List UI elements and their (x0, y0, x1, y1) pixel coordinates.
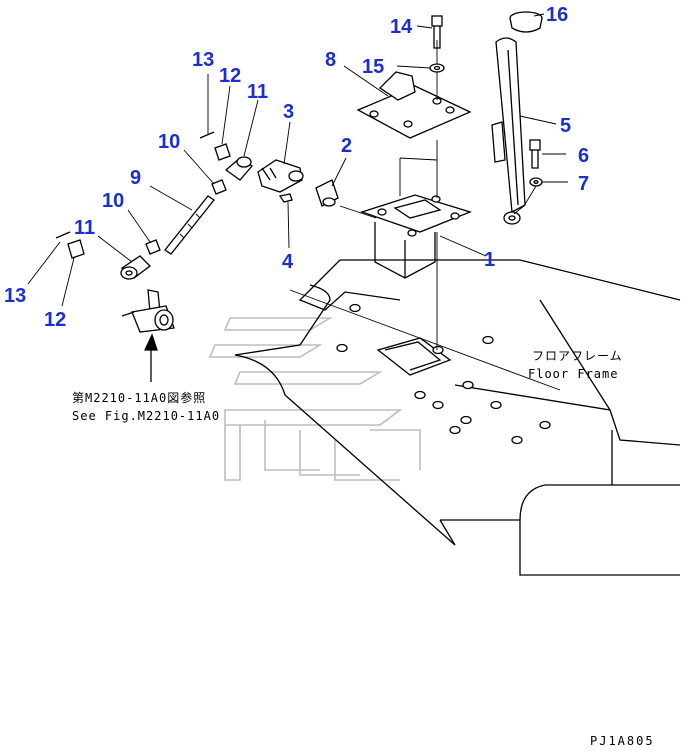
callout-11b: 11 (74, 217, 95, 239)
callout-14: 14 (390, 16, 413, 38)
callout-13a: 13 (192, 49, 214, 71)
part-12-nut-upper (214, 143, 231, 161)
part-8-plate (356, 71, 472, 139)
callout-6: 6 (578, 145, 589, 167)
callout-1: 1 (484, 249, 495, 271)
part-10-nut-upper (211, 179, 227, 195)
part-1-bracket (359, 194, 472, 279)
callout-9: 9 (130, 167, 141, 189)
callout-5: 5 (560, 115, 571, 137)
watermark-logo (208, 317, 421, 481)
callout-7: 7 (578, 173, 589, 195)
part-16-knob (509, 11, 543, 33)
see-fig-label-en: See Fig.M2210-11A0 (72, 409, 220, 423)
part-3-clevis (257, 159, 304, 193)
part-13-pin-upper (199, 131, 215, 139)
part-12-nut-lower (67, 239, 85, 259)
leader-lines (27, 13, 568, 307)
callout-13b: 13 (4, 285, 26, 307)
callout-16: 16 (546, 4, 568, 26)
part-10-nut-lower (145, 239, 161, 255)
reference-bellcrank (121, 289, 175, 382)
part-6-bolt (529, 139, 541, 169)
part-11-rod-end-lower (120, 255, 151, 280)
part-2-spacer (315, 179, 377, 219)
assembly-lines (399, 40, 438, 350)
callout-15: 15 (362, 56, 384, 78)
callout-2: 2 (341, 135, 352, 157)
callout-11a: 11 (247, 81, 268, 103)
part-14-bolt (431, 15, 443, 49)
callout-4: 4 (282, 251, 294, 273)
callout-3: 3 (283, 101, 294, 123)
annotations: フロアフレーム Floor Frame 第M2210-11A0図参照 See F… (72, 349, 655, 748)
callout-10a: 10 (158, 131, 180, 153)
drawing-code: PJ1A805 (590, 734, 655, 748)
floor-frame (234, 259, 681, 576)
callout-10b: 10 (102, 190, 124, 212)
part-4-pin (278, 193, 293, 203)
callout-12b: 12 (44, 309, 66, 331)
part-5-lever (491, 37, 526, 225)
part-11-rod-end-upper (224, 156, 253, 181)
floor-frame-label-jp: フロアフレーム (532, 349, 623, 363)
part-15-washer (429, 63, 445, 73)
floor-frame-label-en: Floor Frame (528, 367, 618, 381)
callouts: 1 2 3 4 5 6 7 8 9 10 10 11 11 12 12 13 1… (4, 4, 589, 331)
callout-8: 8 (325, 49, 336, 71)
callout-12a: 12 (219, 65, 241, 87)
part-9-rod (164, 195, 215, 255)
see-fig-label-jp: 第M2210-11A0図参照 (72, 390, 206, 405)
part-13-pin-lower (55, 231, 71, 239)
